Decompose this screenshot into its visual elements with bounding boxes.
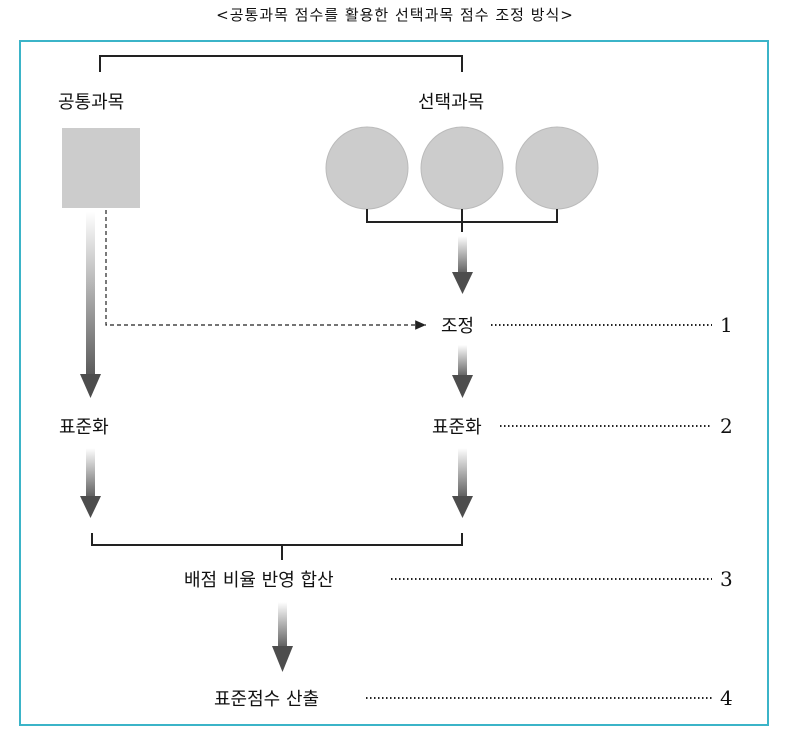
arrow-adjust-to-standardize	[452, 345, 473, 398]
step-number-3: 3	[720, 567, 733, 591]
arrow-right-standardize-down	[452, 448, 473, 518]
merge-bracket	[91, 533, 463, 560]
weighted-sum-label: 배점 비율 반영 합산	[184, 570, 334, 591]
elective-subject-circle-3	[515, 126, 599, 210]
standardize-left-label: 표준화	[59, 417, 109, 438]
step-number-2: 2	[720, 414, 733, 438]
diagram-frame	[19, 40, 769, 726]
arrow-left-standardize-down	[80, 448, 101, 518]
adjust-label: 조정	[441, 316, 474, 337]
arrow-to-standard-score	[272, 602, 293, 672]
arrow-elective-to-adjust	[452, 236, 473, 294]
elective-subject-circle-1	[325, 126, 409, 210]
dashed-adjust-arrow	[105, 210, 426, 330]
elective-subject-circle-2	[420, 126, 504, 210]
top-bracket	[99, 55, 463, 72]
elective-bracket	[366, 209, 558, 232]
common-subject-square	[62, 128, 140, 208]
step-number-1: 1	[720, 313, 733, 337]
arrow-common-to-standardize	[80, 212, 101, 398]
elective-subject-label: 선택과목	[418, 92, 484, 113]
common-subject-label: 공통과목	[58, 92, 124, 113]
standard-score-label: 표준점수 산출	[214, 689, 319, 710]
diagram-title: <공통과목 점수를 활용한 선택과목 점수 조정 방식>	[216, 6, 574, 24]
standardize-right-label: 표준화	[432, 417, 482, 438]
step-number-4: 4	[720, 686, 733, 710]
